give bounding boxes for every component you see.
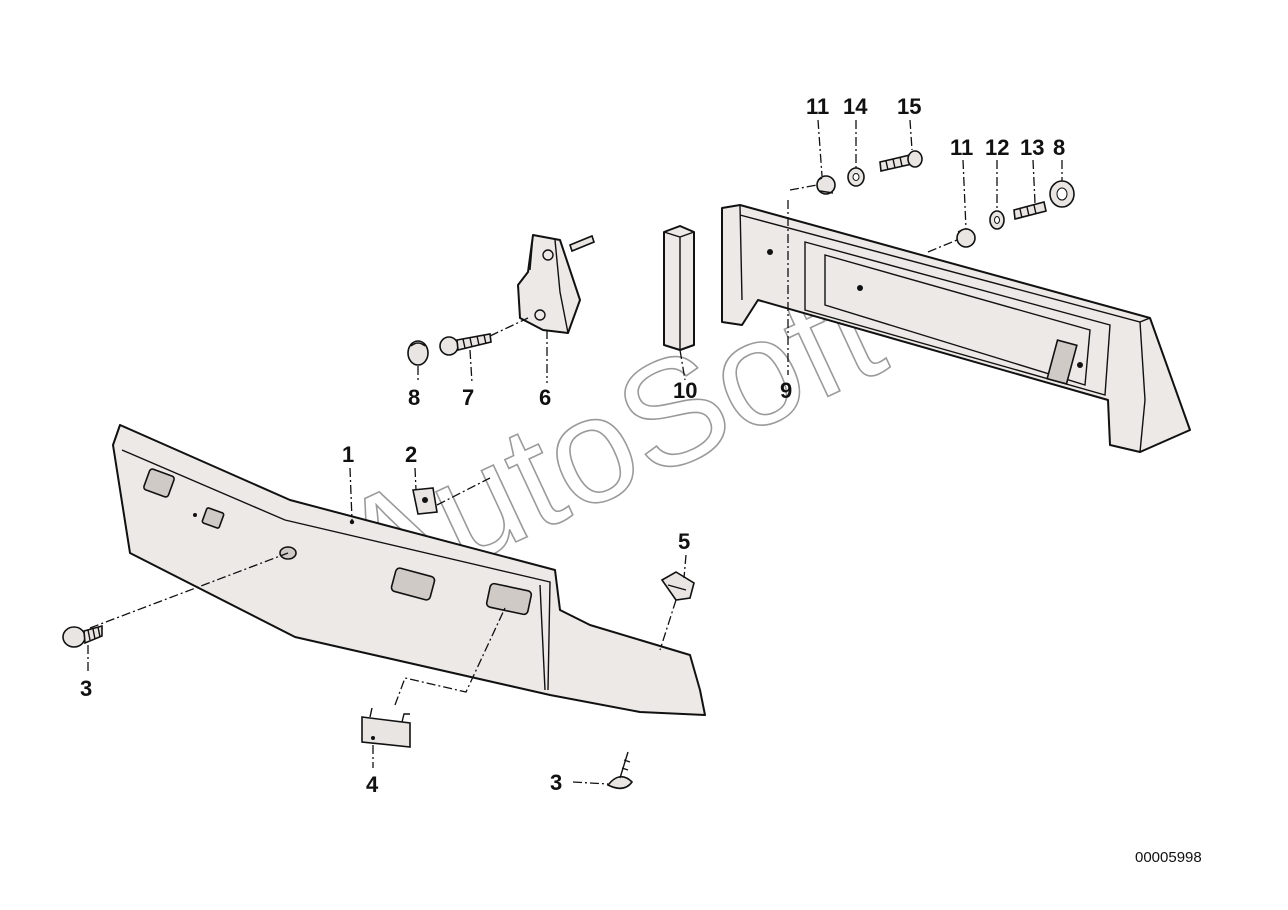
callout-3-left: 3 [80, 676, 92, 701]
leader-lines [87, 119, 1063, 785]
part-3-screw-left[interactable] [62, 624, 103, 648]
part-8-cap-left[interactable] [407, 340, 429, 366]
callout-8-left: 8 [408, 385, 420, 410]
part-12-washer[interactable] [989, 210, 1005, 230]
part-3-screw-right[interactable] [606, 751, 634, 790]
part-8-cap-right[interactable] [1049, 180, 1075, 208]
callout-7: 7 [462, 385, 474, 410]
callout-6: 6 [539, 385, 551, 410]
callouts: 1 2 3 3 4 5 6 7 8 8 9 10 11 11 12 13 14 … [80, 94, 1065, 797]
part-5-clip[interactable] [660, 571, 695, 601]
part-1-trim-panel[interactable] [112, 424, 706, 716]
callout-11-a: 11 [806, 94, 829, 119]
callout-3-right: 3 [550, 770, 562, 795]
callout-8-right: 8 [1053, 135, 1065, 160]
callout-12: 12 [985, 135, 1009, 160]
part-2-clip-nut[interactable] [412, 487, 438, 515]
callout-5: 5 [678, 529, 690, 554]
part-10-foam-strip[interactable] [663, 225, 695, 351]
callout-15: 15 [897, 94, 921, 119]
callout-11-b: 11 [950, 135, 973, 160]
part-14-washer[interactable] [847, 167, 865, 187]
callout-2: 2 [405, 442, 417, 467]
part-7-screw[interactable] [439, 333, 492, 356]
part-15-screw[interactable] [879, 150, 923, 172]
part-9-upper-trim[interactable] [721, 204, 1191, 453]
part-11-grommet-a[interactable] [816, 175, 836, 195]
document-number: 00005998 [1135, 849, 1202, 866]
callout-9: 9 [780, 378, 792, 403]
callout-13: 13 [1020, 135, 1044, 160]
part-4-cover-cap[interactable] [361, 707, 411, 748]
part-6-bracket[interactable] [517, 234, 595, 334]
part-13-screw[interactable] [1013, 201, 1047, 221]
callout-14: 14 [843, 94, 868, 119]
callout-4: 4 [366, 772, 379, 797]
callout-10: 10 [673, 378, 697, 403]
callout-1: 1 [342, 442, 354, 467]
part-11-grommet-b[interactable] [956, 228, 976, 248]
